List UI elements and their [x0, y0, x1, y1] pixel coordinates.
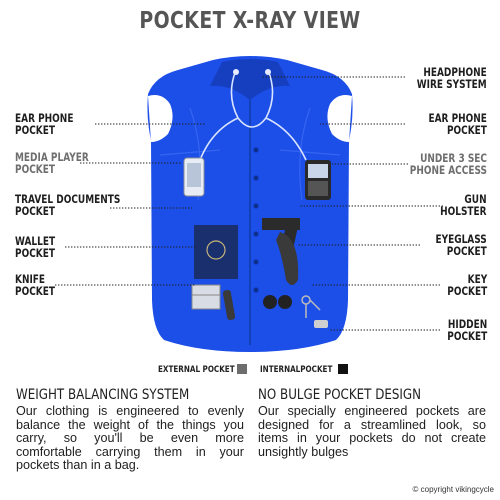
weight-body: Our clothing is engineered to evenly bal… — [16, 404, 244, 472]
copyright-text: © copyright vikingcycle — [412, 485, 494, 494]
bulge-body: Our specially engineered pockets are des… — [258, 404, 486, 459]
legend-external-swatch — [237, 364, 247, 374]
gun — [262, 218, 300, 285]
callout-ear-phone-right: EAR PHONE POCKET — [428, 111, 487, 137]
hidden-item — [314, 320, 328, 328]
callout-eyeglass: EYEGLASS POCKET — [435, 232, 487, 258]
legend-internal-swatch — [338, 364, 348, 374]
callout-hidden: HIDDEN POCKET — [447, 317, 487, 343]
headphone-wire — [199, 69, 307, 161]
legend-internal-label: INTERNALPOCKET — [260, 365, 333, 375]
legend-external-label: EXTERNAL POCKET — [158, 365, 235, 375]
passport — [194, 225, 238, 279]
callout-knife: KNIFE POCKET — [15, 272, 55, 298]
eyeglasses — [263, 295, 292, 309]
page-title: POCKET X-RAY VIEW — [139, 8, 361, 34]
callout-wallet: WALLET POCKET — [15, 234, 56, 260]
callout-gun-holster: GUN HOLSTER — [440, 192, 487, 218]
callout-headphone-wire: HEADPHONE WIRE SYSTEM — [417, 65, 487, 91]
smartphone — [305, 160, 331, 200]
wallet — [191, 284, 221, 310]
callout-travel-documents: TRAVEL DOCUMENTS POCKET — [15, 192, 121, 218]
callout-phone-access: UNDER 3 SEC PHONE ACCESS — [409, 151, 487, 177]
vest-collar — [210, 59, 290, 100]
callout-key: KEY POCKET — [447, 272, 487, 298]
bulge-heading: NO BULGE POCKET DESIGN — [258, 387, 422, 403]
knife — [222, 290, 236, 320]
weight-heading: WEIGHT BALANCING SYSTEM — [16, 387, 190, 403]
media-player — [183, 157, 205, 197]
callout-media-player: MEDIA PLAYER POCKET — [15, 150, 89, 176]
callout-ear-phone-left: EAR PHONE POCKET — [15, 111, 74, 137]
keys — [301, 295, 321, 318]
